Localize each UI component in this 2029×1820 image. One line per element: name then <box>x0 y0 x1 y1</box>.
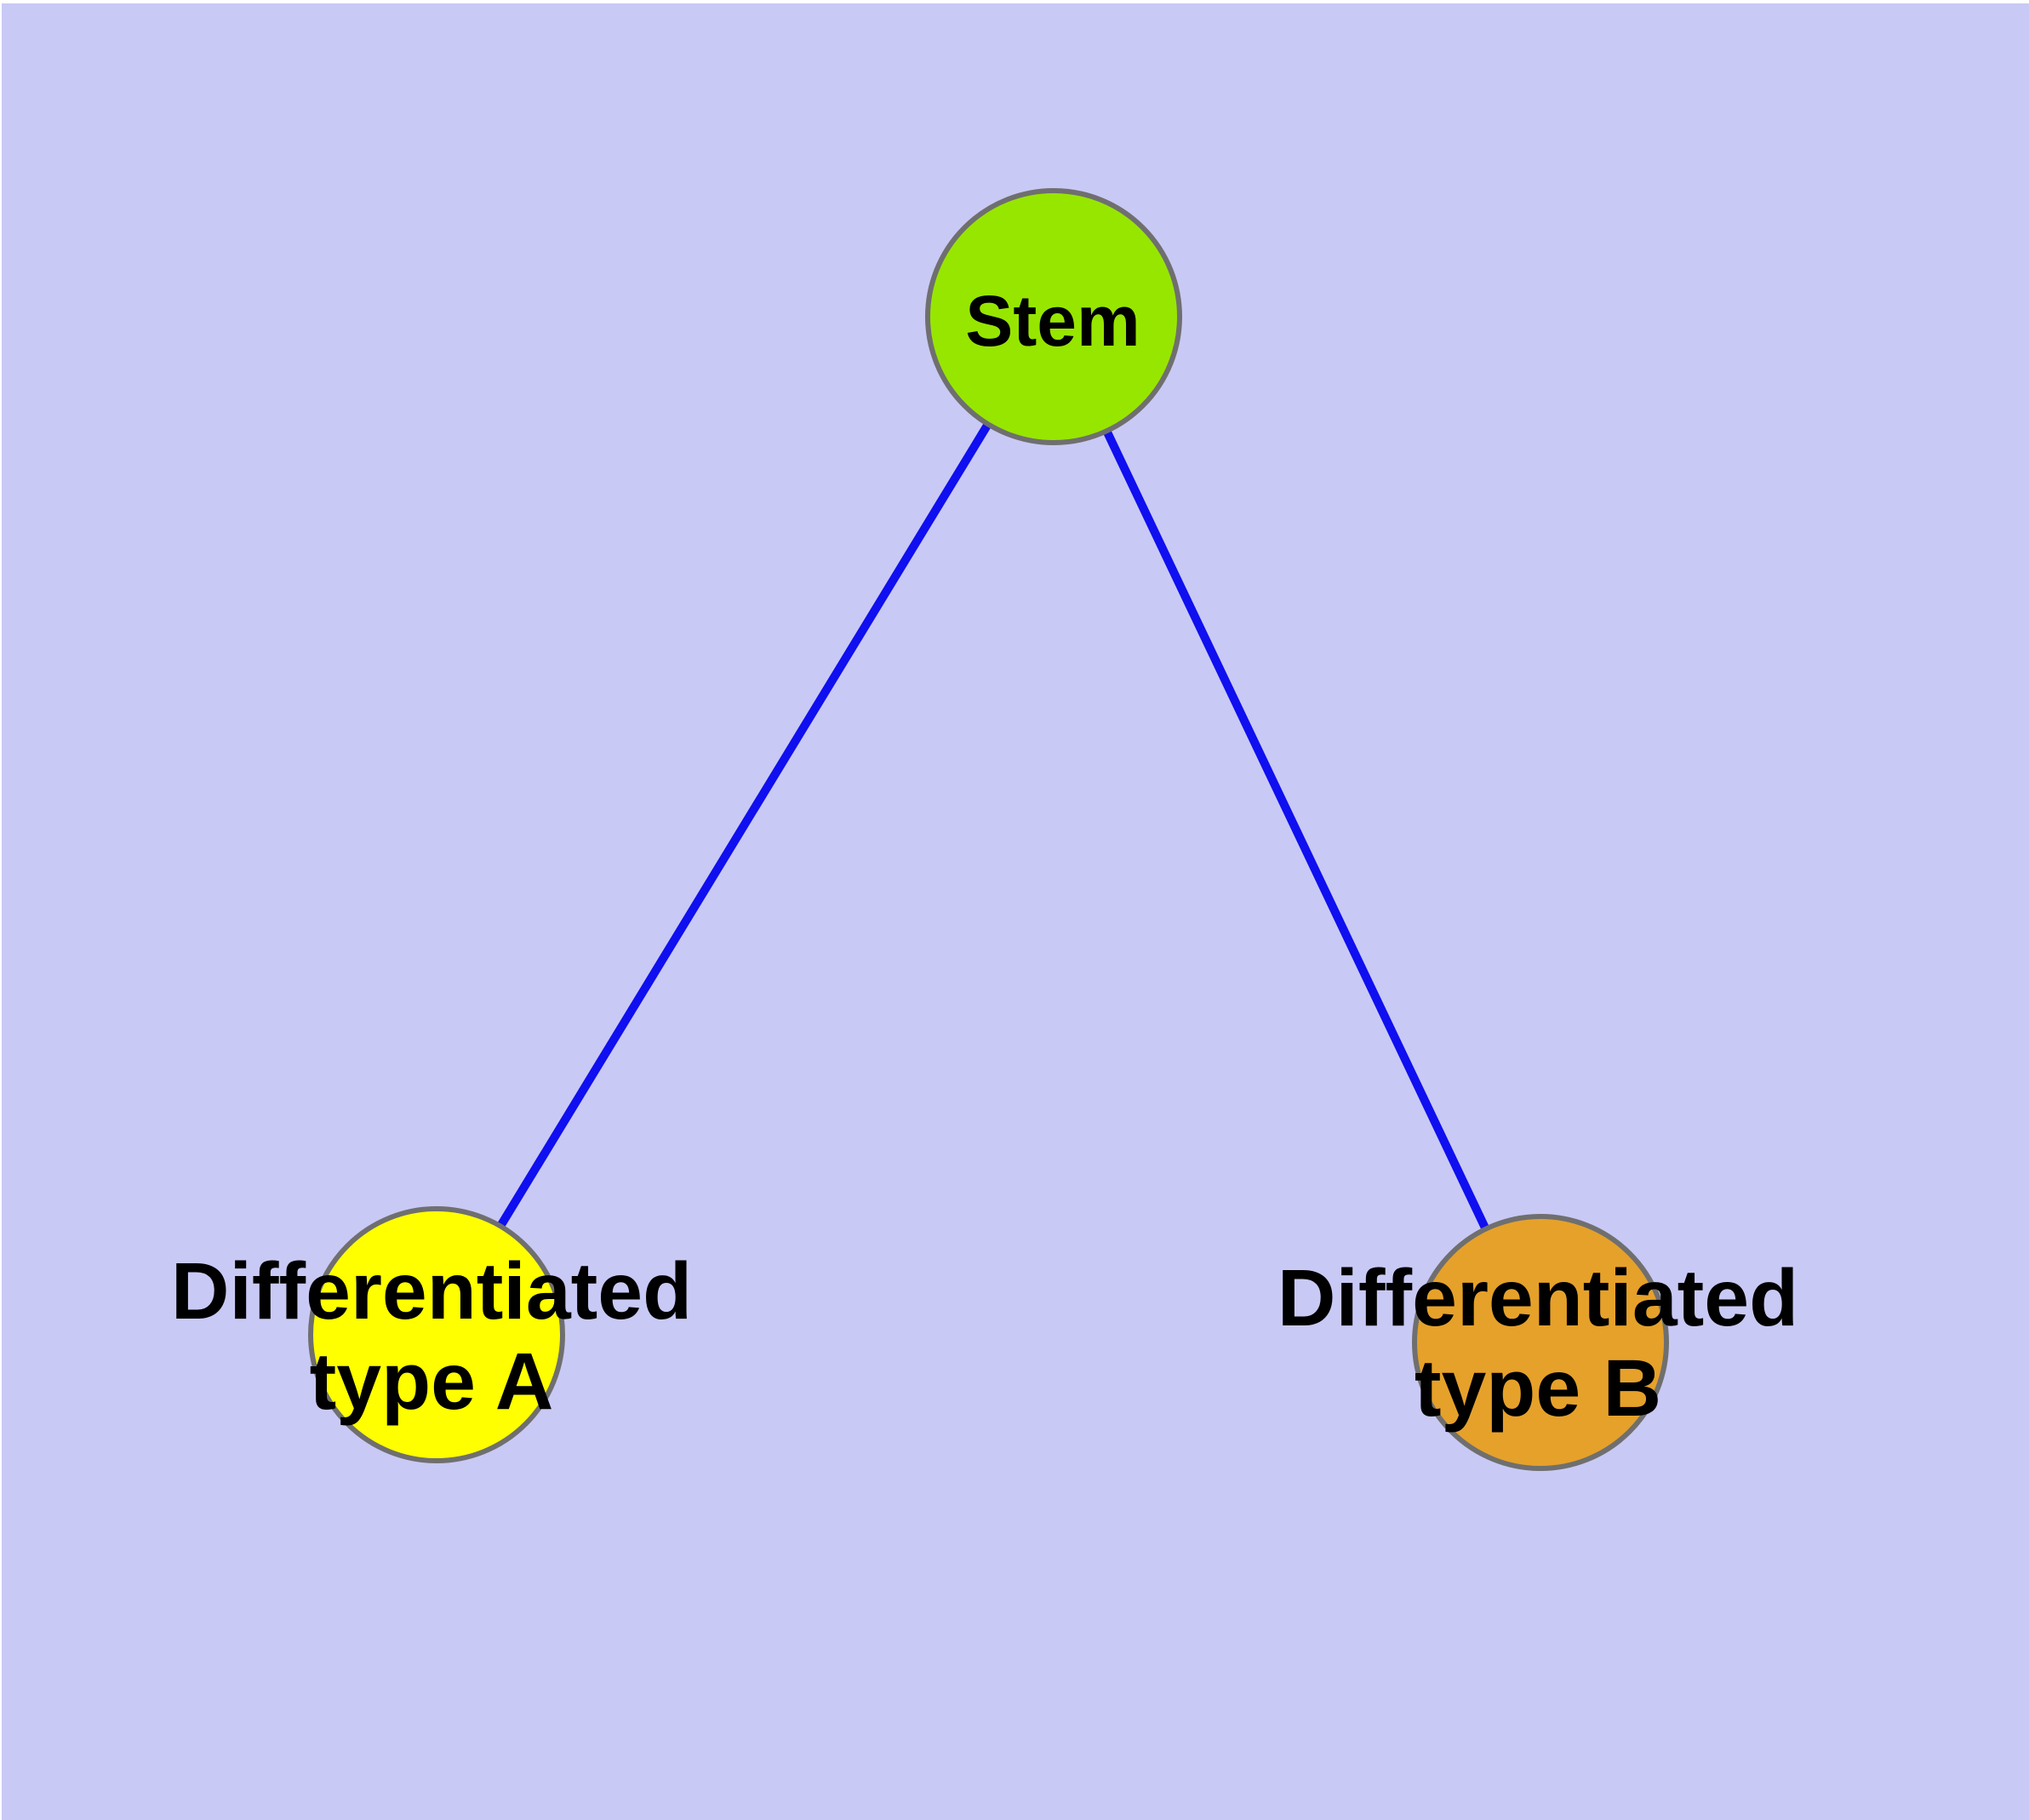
type-a-label-line1: Differentiated <box>170 1246 693 1336</box>
edges-layer <box>431 315 1543 1343</box>
differentiated-type-b-node <box>1412 1214 1669 1471</box>
stem-label-text: Stem <box>965 281 1140 361</box>
type-a-node-label: Differentiated type A <box>171 1246 692 1427</box>
stem-node <box>925 188 1182 445</box>
diagram-canvas: Stem Differentiated type A Differentiate… <box>2 3 2029 1820</box>
type-b-label-line1: Differentiated <box>1277 1253 1799 1343</box>
edge-stem-type-b <box>1049 315 1543 1343</box>
edge-stem-type-a <box>431 315 1057 1336</box>
type-b-node-label: Differentiated type B <box>1277 1253 1798 1434</box>
differentiated-type-a-node <box>308 1206 565 1463</box>
stem-node-label: Stem <box>965 285 1140 357</box>
type-b-label-line2: type B <box>1414 1343 1662 1434</box>
type-a-label-line2: type A <box>309 1336 554 1427</box>
